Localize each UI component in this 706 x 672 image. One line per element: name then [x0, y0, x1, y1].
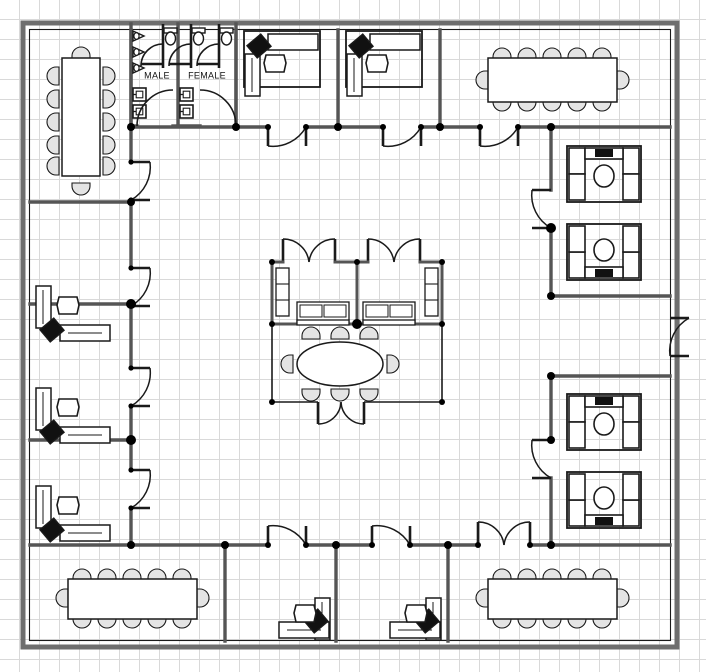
- door-center-left[interactable]: [281, 238, 337, 263]
- door-south-2[interactable]: [370, 524, 412, 546]
- stall-door-2[interactable]: [168, 43, 192, 67]
- interior-walls: [28, 28, 672, 643]
- sink-fixture-male-1: [132, 87, 147, 102]
- stall-door-1[interactable]: [140, 43, 164, 67]
- restroom-block: MALE FEMALE: [129, 22, 238, 128]
- conference-table-ne: [487, 57, 618, 103]
- conference-south-east-furniture: [475, 568, 630, 629]
- conference-table-nw: [61, 57, 101, 177]
- conference-table-se: [487, 578, 618, 620]
- workroom-east-upper-furniture: [566, 145, 642, 281]
- toilet-stall-partitions: [141, 24, 221, 68]
- center-conference-table-group: [280, 326, 400, 402]
- vertex-markers-core: [269, 259, 445, 405]
- restroom-female-label: FEMALE: [188, 70, 226, 80]
- lounge-left-furniture: [275, 267, 350, 326]
- toilet-fixture-2: [191, 27, 206, 46]
- office-north-2-furniture: [345, 30, 423, 97]
- door-center-south[interactable]: [316, 401, 366, 425]
- toilet-fixture-1: [163, 27, 178, 46]
- door-west-4[interactable]: [130, 468, 152, 510]
- sink-fixture-female-2: [179, 104, 194, 119]
- door-west-3[interactable]: [130, 366, 152, 408]
- door-south-double[interactable]: [476, 521, 532, 546]
- door-exterior-east[interactable]: [668, 316, 690, 358]
- door-set[interactable]: [130, 126, 690, 546]
- conference-north-west-furniture: [46, 46, 116, 196]
- stall-door-3[interactable]: [196, 43, 220, 67]
- office-west-3-furniture: [35, 485, 111, 543]
- lounge-right-furniture: [362, 267, 439, 326]
- restroom-male-label: MALE: [144, 70, 170, 80]
- urinal-fixture-1: [132, 30, 145, 42]
- office-south-2-furniture: [389, 597, 442, 641]
- door-east-upper[interactable]: [530, 188, 552, 230]
- exterior-walls: [20, 20, 680, 650]
- urinal-fixture-2: [132, 46, 145, 58]
- restroom-door-female[interactable]: [199, 89, 237, 127]
- door-west-1[interactable]: [130, 160, 152, 202]
- door-south-1[interactable]: [266, 524, 308, 546]
- door-north-3[interactable]: [478, 126, 520, 148]
- door-north-2[interactable]: [381, 126, 423, 148]
- center-core: [269, 259, 445, 405]
- door-north-1[interactable]: [266, 126, 308, 148]
- office-south-1-furniture: [278, 597, 331, 641]
- restroom-walls: [129, 22, 238, 128]
- wall-vertex-markers: [126, 123, 556, 549]
- office-west-1-furniture: [35, 285, 111, 343]
- center-conference-walls: [271, 324, 443, 403]
- oval-conference-table: [296, 341, 384, 387]
- conference-south-west-furniture: [55, 568, 210, 629]
- restroom-door-male[interactable]: [136, 89, 174, 127]
- workroom-east-lower-furniture: [566, 393, 642, 529]
- sink-fixture-female-1: [179, 87, 194, 102]
- door-center-right[interactable]: [366, 238, 422, 263]
- office-north-1-furniture: [243, 30, 321, 97]
- office-west-2-furniture: [35, 387, 111, 445]
- conference-table-sw: [67, 578, 198, 620]
- door-east-lower[interactable]: [530, 438, 552, 480]
- toilet-fixture-3: [219, 27, 234, 46]
- conference-north-east-furniture: [475, 47, 630, 112]
